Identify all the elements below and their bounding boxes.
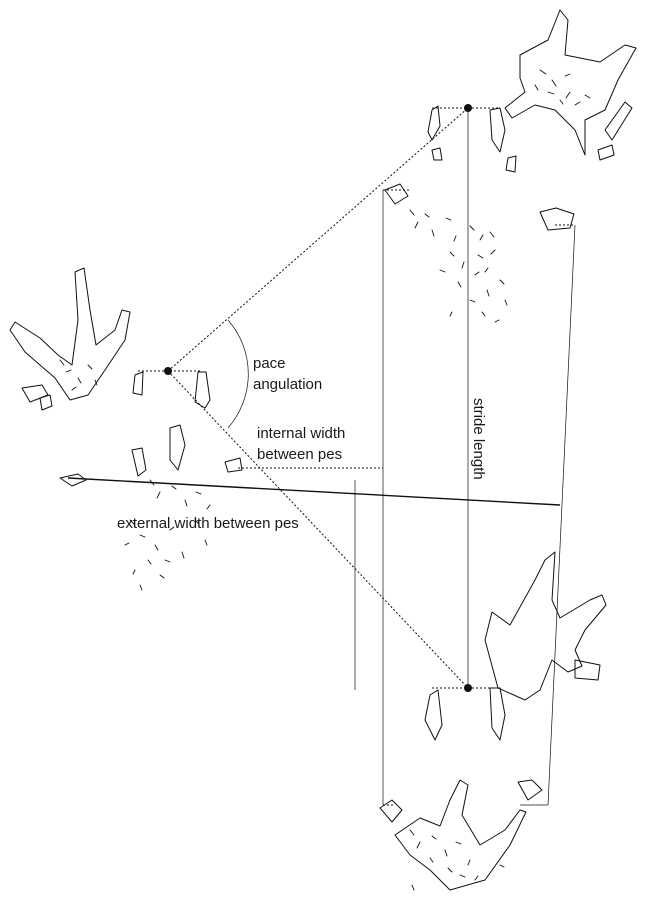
stride-length-label: stride length — [470, 398, 487, 480]
footprint-bottom-right — [380, 552, 606, 890]
external-width-vertical-right — [548, 225, 575, 805]
external-width-line — [68, 478, 560, 505]
pace-ray-upper — [168, 108, 468, 371]
footprint-left-upper — [10, 268, 210, 410]
pace-angulation-label-line1: pace — [253, 355, 286, 372]
internal-width-label-line1: internal width — [257, 425, 345, 442]
pace-angulation-arc — [228, 320, 248, 428]
pivot-point-left — [164, 367, 172, 375]
external-width-label: external width between pes — [117, 515, 299, 532]
footprint-left-lower — [60, 425, 242, 590]
pace-angulation-label-line2: angulation — [253, 376, 322, 393]
footprint-upper-middle — [385, 106, 574, 322]
pivot-point-bottom — [464, 684, 472, 692]
internal-width-label-line2: between pes — [257, 446, 342, 463]
pivot-point-top — [464, 104, 472, 112]
footprint-top-right — [505, 10, 636, 160]
